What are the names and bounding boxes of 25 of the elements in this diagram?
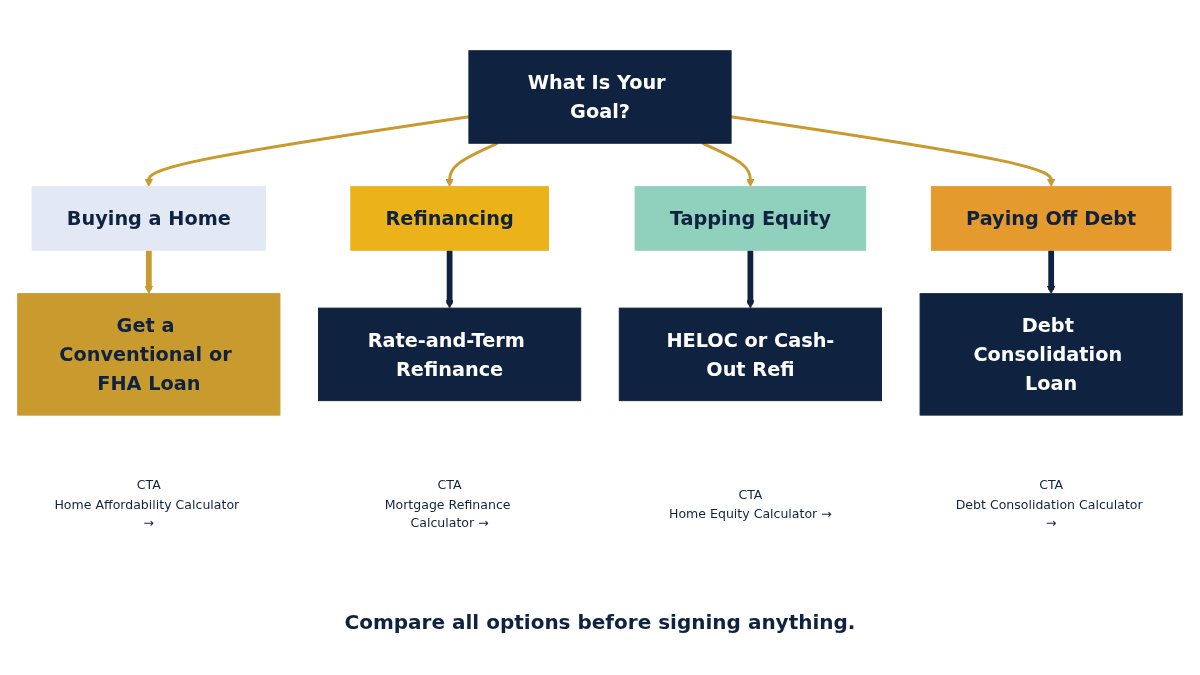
caption: Compare all options before signing anything. <box>344 610 856 634</box>
arrow <box>144 115 470 187</box>
arrow <box>144 250 154 294</box>
node-label: Debt Consolidation Calculator → <box>955 496 1143 530</box>
node-box <box>919 293 1183 416</box>
node-label: CTA <box>136 477 161 493</box>
node-box <box>318 307 582 401</box>
node-label: Home Equity Calculator → <box>669 505 832 521</box>
arrow <box>445 250 454 309</box>
node-label: Mortgage Refinance Calculator → <box>384 496 511 530</box>
node-box <box>31 186 267 251</box>
node-box <box>618 307 882 401</box>
node-label: Home Affordability Calculator → <box>54 496 240 530</box>
node-box <box>634 186 867 251</box>
arrow <box>1046 250 1056 294</box>
arrow <box>746 250 755 309</box>
node-box <box>930 186 1172 251</box>
arrow <box>730 115 1056 187</box>
node-label: CTA <box>1039 477 1064 493</box>
node-box <box>17 293 281 416</box>
node-label: CTA <box>738 487 763 502</box>
flowchart-drawing: What Is Your Goal? Buying a Home Refinancing Tapping Equity Paying Off Debt Get a Conventional or FHA Loan Rate-and-Term Refinance HELOC or Cash-Out Refi Debt Consolidation Loan CTA Home Affordability Calculator → CTA Mortgage Refinance Calculator → CTA Home Equity Calculator → CTA Debt Consolidation Calculator → <box>10 42 1190 558</box>
node-box <box>468 50 732 144</box>
node-box <box>350 186 549 251</box>
node-label: CTA <box>437 477 462 493</box>
